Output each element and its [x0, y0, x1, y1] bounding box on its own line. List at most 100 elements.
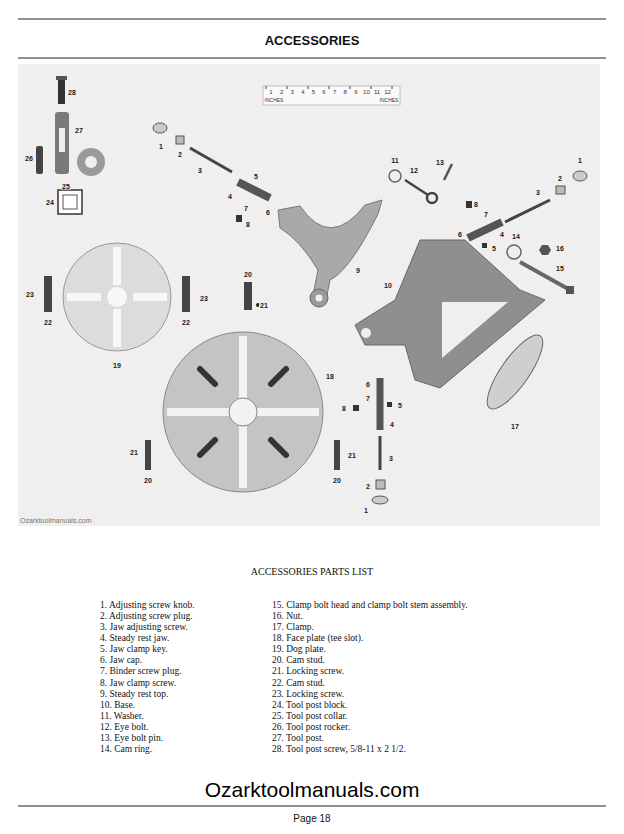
parts-list-item: 21. Locking screw.	[272, 668, 344, 678]
face-plate-part	[229, 398, 257, 426]
steady-rest-base-part	[442, 302, 508, 358]
callout-number: 16	[555, 245, 565, 252]
ruler-number: 4	[301, 89, 304, 95]
parts-list-item: 20. Cam stud.	[272, 657, 325, 667]
ruler-part	[266, 86, 267, 89]
face-plate-part	[239, 336, 247, 398]
parts-list-item: 11. Washer.	[100, 712, 144, 722]
tool-post-block-part	[58, 190, 82, 214]
ruler-unit: INCHES	[265, 98, 284, 103]
rule-line-part	[18, 58, 606, 59]
dog-plate-part	[113, 247, 121, 285]
callout-number: 26	[24, 155, 34, 162]
callout-number: 25	[61, 183, 71, 190]
parts-list-item: 24. Tool post block.	[272, 701, 347, 711]
tool-post-screw-part	[56, 76, 67, 80]
tool-post-part	[59, 128, 65, 152]
cam-stud-part	[244, 282, 252, 310]
tool-post-collar-part	[85, 156, 97, 168]
parts-list-item: 12. Eye bolt.	[100, 723, 149, 733]
callout-number: 9	[355, 267, 361, 274]
rule-line-part	[18, 806, 606, 807]
callout-number: 3	[535, 189, 541, 196]
ruler-number: 10	[363, 89, 370, 95]
callout-number: 7	[243, 205, 249, 212]
ruler-number: 7	[333, 89, 336, 95]
parts-list-item: 17. Clamp.	[272, 623, 314, 633]
callout-number: 1	[363, 507, 369, 514]
tool-post-block-part	[63, 195, 77, 209]
tool-post-collar-part	[77, 148, 105, 176]
callout-number: 7	[483, 211, 489, 218]
parts-list-item: 13. Eye bolt pin.	[100, 734, 163, 744]
jaw-assembly-part	[556, 186, 565, 194]
parts-list-item: 8. Jaw clamp screw.	[100, 679, 176, 689]
ruler-part	[371, 86, 372, 89]
jaw-assembly-part	[236, 215, 242, 222]
cam-stud-part	[145, 440, 151, 470]
callout-number: 7	[365, 395, 371, 402]
dog-plate-part	[113, 309, 121, 347]
callout-number: 15	[555, 265, 565, 272]
face-plate-part	[271, 440, 286, 455]
cam-ring-bolt-part	[566, 286, 574, 294]
parts-list-item: 10. Base.	[100, 701, 135, 711]
parts-list-item: 27. Tool post.	[272, 734, 324, 744]
jaw-assembly-part	[353, 405, 359, 411]
callout-number: 11	[390, 157, 399, 164]
jaw-assembly-part	[379, 436, 382, 470]
face-plate-part	[271, 369, 286, 384]
parts-list-item: 7. Binder screw plug.	[100, 668, 182, 678]
tool-post	[55, 112, 69, 174]
parts-list-item: 5. Jaw clamp key.	[100, 646, 168, 656]
callout-number: 2	[177, 151, 183, 158]
callout-number: 6	[365, 381, 371, 388]
page-title: ACCESSORIES	[265, 34, 360, 47]
callout-number: 8	[245, 221, 251, 228]
dog-plate-part	[107, 287, 127, 307]
face-plate-part	[200, 369, 215, 384]
clamp	[478, 328, 551, 416]
cam-ring-bolt-part	[520, 262, 570, 290]
callout-number: 23	[25, 291, 35, 298]
cam-ring-bolt	[507, 245, 574, 294]
clamp-part	[478, 328, 551, 416]
callout-number: 2	[557, 175, 563, 182]
ruler-number: 9	[354, 89, 357, 95]
callout-number: 17	[510, 423, 520, 430]
parts-list-item: 26. Tool post rocker.	[272, 723, 350, 733]
callout-number: 22	[43, 319, 53, 326]
callout-number: 21	[129, 449, 139, 456]
ruler-number: 5	[312, 89, 315, 95]
callout-number: 23	[199, 295, 209, 302]
parts-list-item: 4. Steady rest jaw.	[100, 634, 169, 644]
parts-list-item: 23. Locking screw.	[272, 690, 344, 700]
face-plate-part	[163, 332, 323, 492]
callout-number: 3	[388, 455, 394, 462]
eye-bolt-part	[427, 193, 437, 203]
cam-ring-bolt-part	[507, 245, 521, 259]
ruler-part	[350, 86, 351, 89]
steady-rest-base-part	[361, 328, 371, 338]
tool-post-part	[55, 112, 69, 174]
callout-number: 24	[45, 199, 55, 206]
face-plate-part	[200, 440, 215, 455]
watermark: Ozarktoolmanuals.com	[20, 517, 92, 524]
jaw-assembly-part	[377, 378, 384, 430]
face-plate-part	[239, 426, 247, 488]
rule-line	[18, 19, 606, 806]
parts-list-item: 25. Tool post collar.	[272, 712, 347, 722]
jaw-assembly-part	[238, 182, 270, 198]
callout-number: 28	[67, 89, 77, 96]
tool-post-screw-part	[58, 78, 65, 104]
callout-number: 3	[197, 167, 203, 174]
callout-number: 6	[457, 231, 463, 238]
eye-bolt-part	[444, 164, 452, 180]
parts-list-item: 22. Cam stud.	[272, 679, 325, 689]
callout-number: 2	[365, 483, 371, 490]
tool-post-block	[58, 190, 82, 214]
face-plate	[163, 332, 323, 492]
jaw-assembly-part	[482, 243, 487, 248]
callout-number: 12	[409, 167, 419, 174]
ruler-number: 2	[280, 89, 283, 95]
